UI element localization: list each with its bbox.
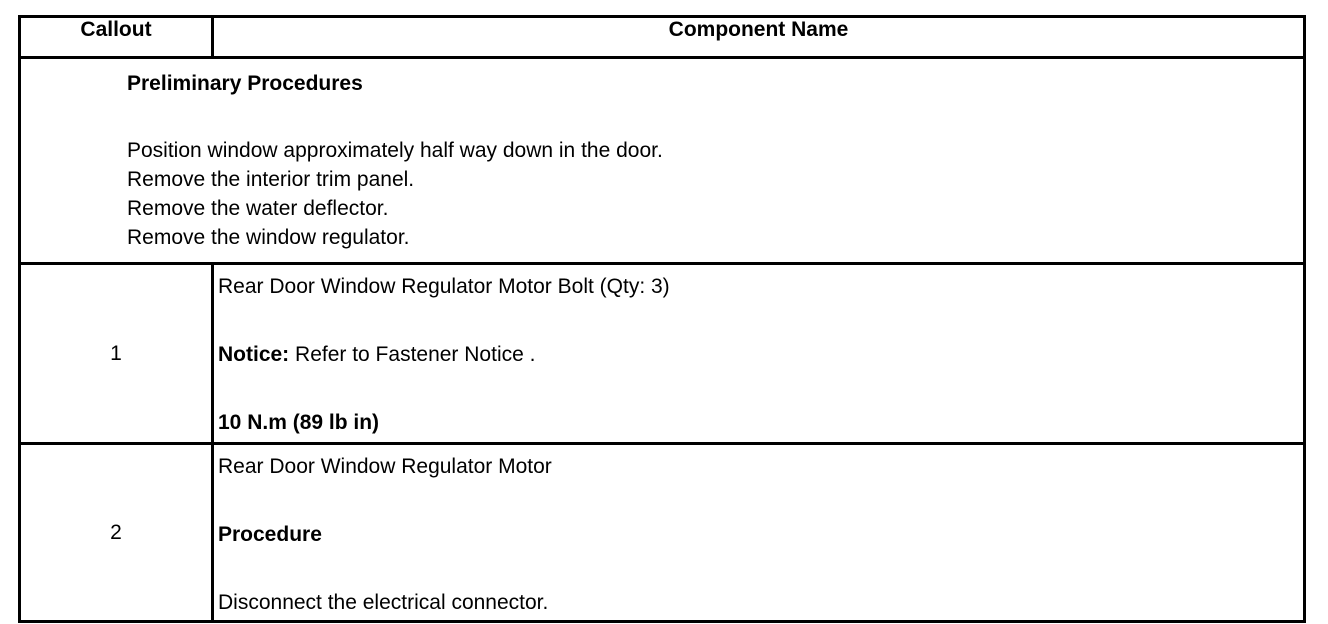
preliminary-step: Remove the water deflector. [127,197,389,220]
procedure-text: Disconnect the electrical connector. [218,591,549,614]
component-cell: Rear Door Window Regulator Motor Procedu… [211,442,1306,623]
callout-number: 1 [18,262,214,445]
preliminary-step: Remove the interior trim panel. [127,168,415,191]
callout-column-header: Callout [18,15,214,59]
spacer [218,304,1303,338]
spacer [218,484,1303,518]
component-name-column-header: Component Name [211,15,1306,59]
preliminary-procedures-cell: Preliminary Procedures Position window a… [18,56,1306,265]
notice-label: Notice: [218,343,290,366]
component-table: Callout Component Name Preliminary Proce… [18,15,1306,623]
preliminary-procedures-row: Preliminary Procedures Position window a… [18,56,1306,265]
preliminary-step: Position window approximately half way d… [127,139,663,162]
preliminary-step: Remove the window regulator. [127,226,410,249]
spacer [218,372,1303,406]
table-row: 1 Rear Door Window Regulator Motor Bolt … [18,262,1306,445]
notice-text: Refer to Fastener Notice . [289,343,536,366]
table-row: 2 Rear Door Window Regulator Motor Proce… [18,442,1306,623]
component-name: Rear Door Window Regulator Motor Bolt (Q… [218,275,670,298]
callout-number: 2 [18,442,214,623]
notice-line: Notice: Refer to Fastener Notice . [218,338,1303,372]
spacer [127,98,1303,136]
component-name: Rear Door Window Regulator Motor [218,455,552,478]
preliminary-procedures-title: Preliminary Procedures [127,72,363,95]
procedure-label: Procedure [218,523,322,546]
component-cell: Rear Door Window Regulator Motor Bolt (Q… [211,262,1306,445]
table-header-row: Callout Component Name [18,15,1306,59]
torque-spec: 10 N.m (89 lb in) [218,411,380,434]
spacer [218,552,1303,586]
